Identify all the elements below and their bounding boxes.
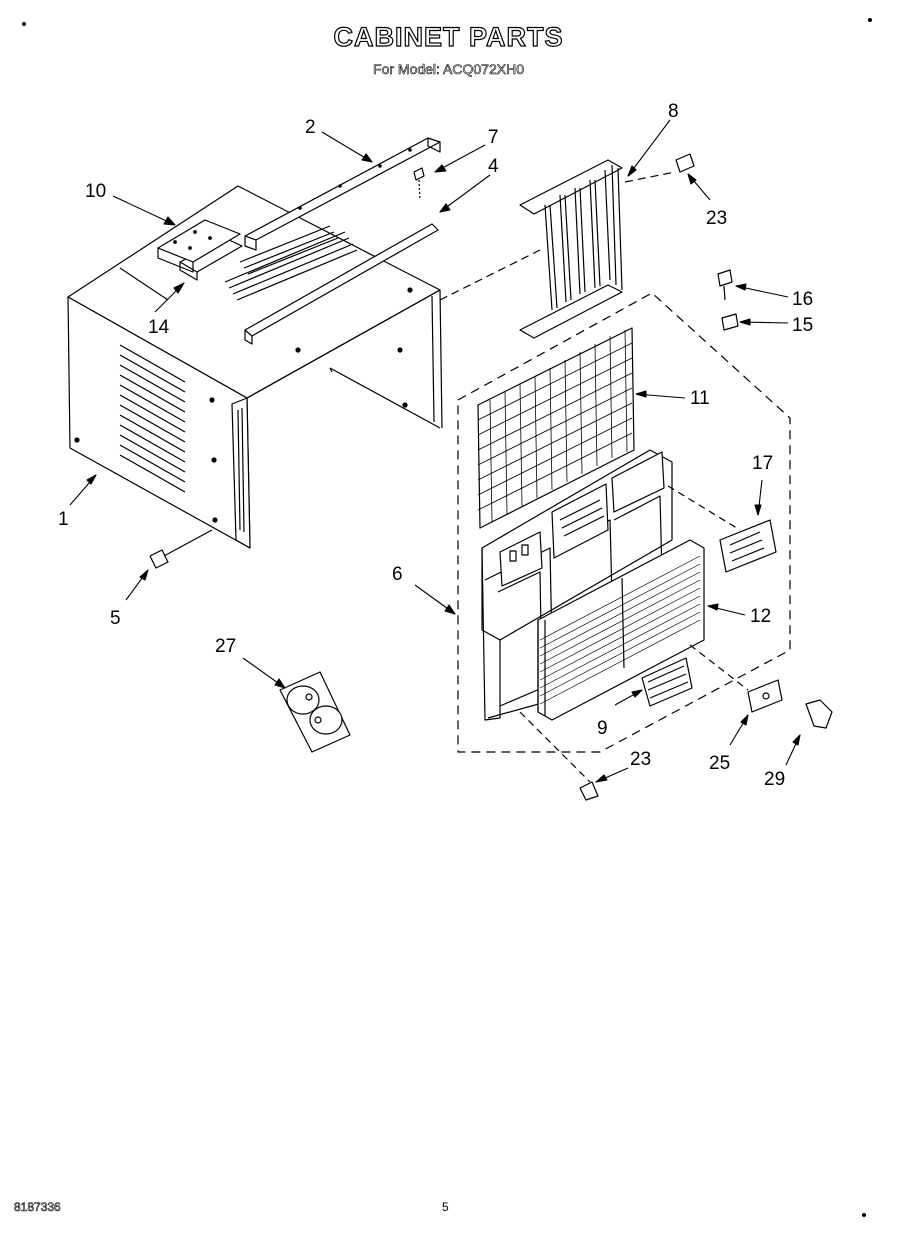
callout-23-top: 23 [706,208,727,229]
front-grille [537,539,705,721]
callout-17: 17 [752,453,773,474]
top-louvers [224,225,358,301]
callout-12: 12 [750,606,771,627]
callout-16: 16 [792,289,813,310]
corner-mark [862,1213,866,1217]
page-title: CABINET PARTS [333,21,564,52]
mounting-bracket [279,671,351,753]
page-number: 5 [442,1200,449,1214]
callout-27: 27 [215,636,236,657]
callout-4: 4 [488,156,499,177]
callout-6: 6 [392,564,403,585]
model-subtitle: For Model: ACQ072XH0 [373,61,525,78]
callout-1: 1 [58,509,69,530]
callout-25: 25 [709,753,730,774]
document-number: 8187336 [14,1200,61,1215]
air-filter-mesh [477,327,635,529]
callout-11: 11 [690,388,710,409]
side-louvers [119,344,186,493]
corner-mark [868,18,872,22]
callout-15: 15 [792,315,813,336]
callout-7: 7 [488,127,499,148]
corner-mark [22,22,26,26]
callout-9: 9 [597,718,608,739]
callout-10: 10 [85,181,106,202]
side-curtain-frame [519,159,623,339]
callout-2: 2 [305,117,316,138]
callout-labels: 2 7 4 8 10 23 16 14 15 11 17 1 6 12 5 27… [58,101,813,790]
callout-8: 8 [668,101,679,122]
lower-rail [244,223,439,337]
cabinet-shell [67,185,443,549]
callout-5: 5 [110,608,121,629]
top-rail [244,137,441,241]
callout-23-bottom: 23 [630,749,651,770]
callout-14: 14 [148,317,170,338]
callout-29: 29 [764,769,785,790]
